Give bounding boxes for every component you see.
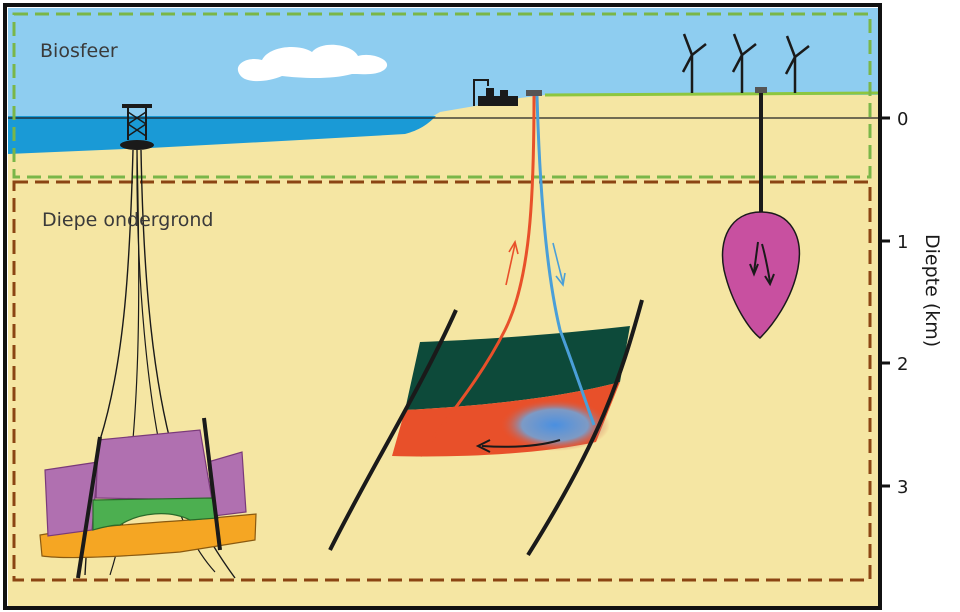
sky	[8, 8, 878, 118]
depth-tick-label: 3	[897, 477, 908, 498]
depth-tick-label: 2	[897, 354, 908, 375]
biosphere-label: Biosfeer	[40, 40, 118, 62]
subsurface-border	[12, 180, 872, 582]
biosphere-border	[12, 12, 872, 179]
cloud-icon	[237, 44, 388, 82]
depth-axis-title: Diepte (km)	[921, 234, 943, 347]
depth-tick-label: 0	[897, 109, 908, 130]
storage-cavern	[721, 93, 800, 340]
hydrocarbon-trap	[39, 149, 257, 579]
deep-subsurface-label: Diepe ondergrond	[42, 209, 213, 231]
geothermal-plant-icon	[473, 79, 542, 106]
oil-rig-icon	[120, 104, 154, 150]
land-surface-line	[544, 91, 879, 97]
geothermal-reservoir	[328, 95, 644, 557]
wind-turbine-icon	[681, 33, 810, 93]
sea	[8, 116, 436, 154]
depth-axis: 0 1 2 3 Diepte (km)	[878, 5, 943, 608]
depth-tick-label: 1	[897, 232, 908, 253]
